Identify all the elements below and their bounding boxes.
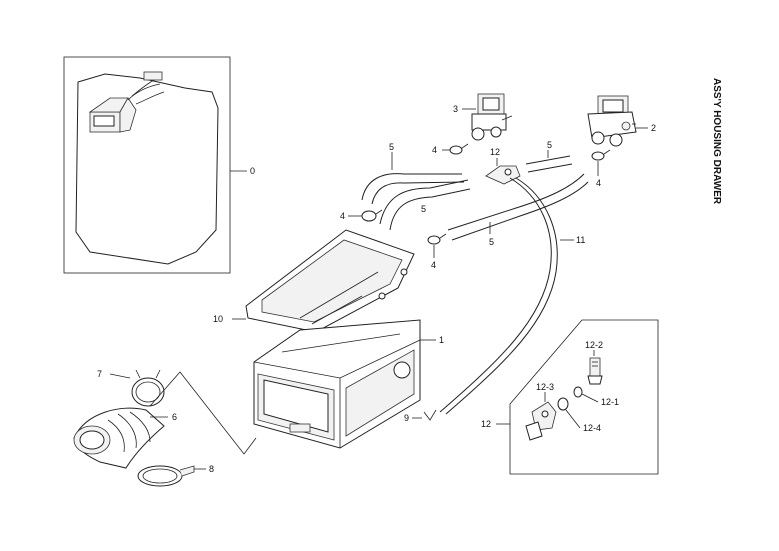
label-part-4-middle: 4 [431,260,436,270]
hose-part-5-upper-right [525,155,573,173]
connector-part-12-3 [525,401,557,441]
label-part-5-lower-left: 5 [421,204,426,214]
label-part-1: 1 [439,335,444,345]
bellows-hose-part-6 [73,407,165,469]
drawer-cover-part-10 [245,229,415,333]
hose-part-5-long [447,173,589,241]
label-part-3: 3 [453,104,458,114]
hose-part-5-upper-left [361,173,465,205]
diagram-title: ASS'Y HOUSING DRAWER [711,78,722,205]
label-part-5-long: 5 [489,237,494,247]
inset-box-part-12 [509,319,659,475]
leader-line-bellows [149,371,257,455]
hose-clamp-part-4-middle [427,233,447,245]
label-part-0: 0 [250,166,255,176]
tube-part-11 [439,177,558,415]
water-valve-part-3 [471,93,513,141]
pcb-module [88,71,165,133]
housing-drawer-part-1 [253,319,421,449]
label-part-12-4: 12-4 [583,423,601,433]
label-part-11: 11 [576,235,585,245]
hose-clamp-part-4-top [449,143,469,155]
label-part-12-lower: 12 [481,419,491,429]
hose-part-5-lower-left [379,179,471,231]
connector-part-12-2 [587,357,603,385]
water-valve-part-2 [587,95,637,147]
oring-part-12-4 [557,397,569,411]
oring-part-12-1 [573,386,583,398]
label-part-5-upper-left: 5 [389,142,394,152]
hose-clamp-part-4-right [591,149,611,161]
label-part-6: 6 [172,412,177,422]
clip-part-9 [423,409,437,421]
label-part-10: 10 [213,314,223,324]
hose-clamp-part-8 [137,465,195,487]
label-part-12-3: 12-3 [536,382,554,392]
label-part-8: 8 [209,464,214,474]
label-part-5-upper-right: 5 [547,140,552,150]
label-part-7: 7 [97,369,102,379]
label-part-2: 2 [651,123,656,133]
label-part-4-top: 4 [432,145,437,155]
label-part-4-left: 4 [340,211,345,221]
inset-box-part-0 [63,56,231,274]
label-part-12-2: 12-2 [585,340,603,350]
label-part-9: 9 [404,413,409,423]
label-part-12-upper: 12 [490,147,500,157]
ring-clamp-part-7 [131,369,165,407]
label-part-4-right: 4 [596,178,601,188]
label-part-12-1: 12-1 [601,397,619,407]
hose-clamp-part-4-left [361,209,383,222]
